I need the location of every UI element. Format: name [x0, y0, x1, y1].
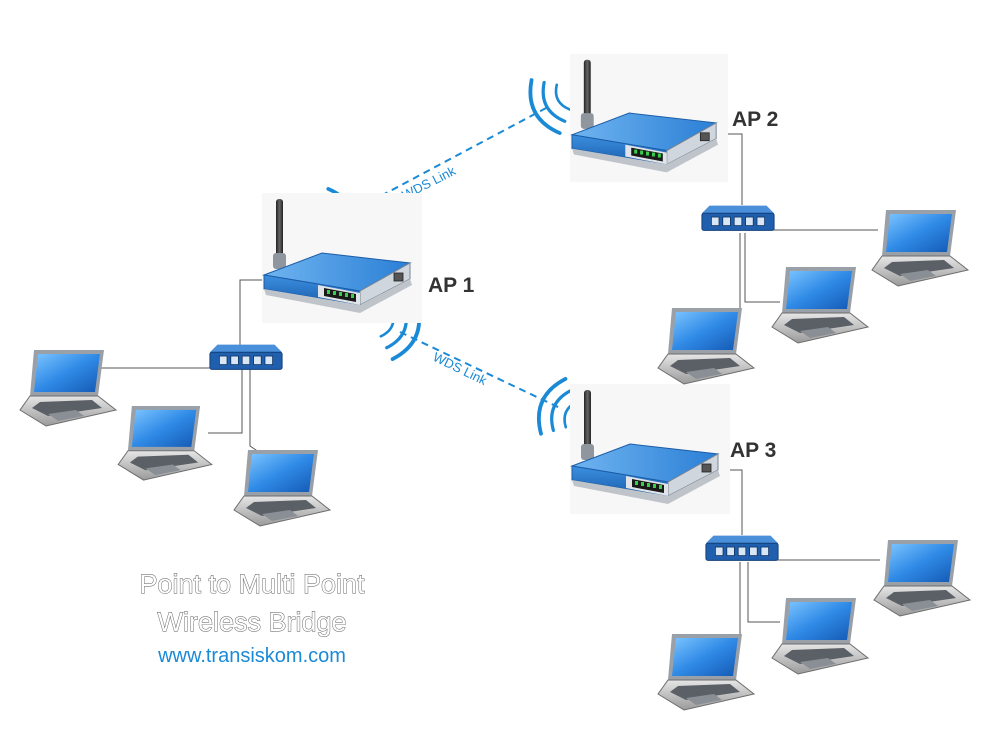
wds-link-ap1-ap2: WDS Link — [359, 106, 549, 208]
wds-link-label: WDS Link — [431, 349, 490, 388]
website-url: www.transiskom.com — [157, 645, 346, 667]
laptop-icon — [771, 266, 869, 344]
laptop-icon — [771, 597, 869, 675]
ap2-router: AP 2 — [570, 53, 778, 183]
ap2-label: AP 2 — [732, 108, 778, 131]
laptop-icon — [871, 209, 969, 287]
network-switch-icon — [705, 535, 779, 561]
ap3-router: AP 3 — [570, 383, 776, 515]
caption-line-2: Wireless Bridge — [157, 607, 346, 637]
laptop-icon — [233, 449, 331, 527]
ap1-label: AP 1 — [428, 274, 475, 297]
caption-line-1: Point to Multi Point — [139, 569, 365, 599]
laptop-icon — [19, 349, 117, 427]
ap2-wave-icon — [528, 78, 572, 135]
laptop-icon — [117, 405, 213, 481]
wireless-router-icon — [262, 193, 422, 323]
network-switch-icon — [701, 205, 775, 231]
network-switch-icon — [209, 344, 283, 370]
diagram-caption: Point to Multi Point Wireless Bridge www… — [139, 569, 366, 667]
ap3-label: AP 3 — [730, 439, 776, 462]
laptop-icon — [657, 307, 755, 385]
laptop-icon — [657, 633, 755, 711]
wds-link-ap1-ap3: WDS Link — [399, 331, 561, 409]
wireless-router-icon — [570, 53, 728, 183]
ap1-router: AP 1 — [262, 193, 475, 323]
wireless-router-icon — [570, 383, 730, 515]
laptop-icon — [873, 539, 971, 617]
